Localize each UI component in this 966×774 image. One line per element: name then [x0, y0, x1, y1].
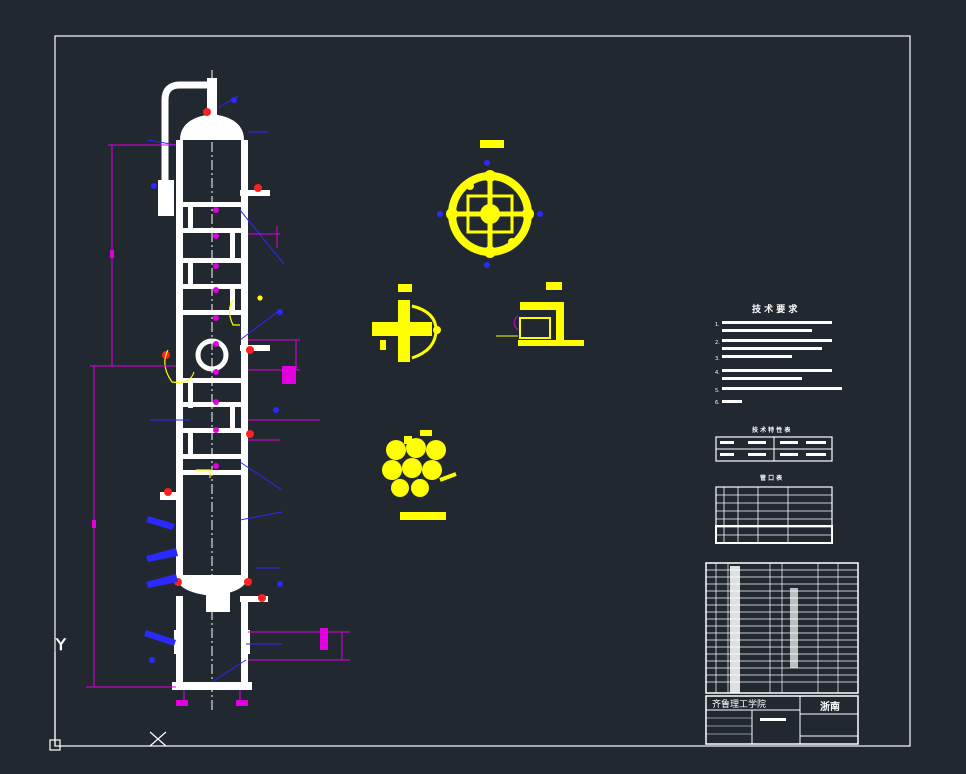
nozzle-table-title: 管 口 表	[760, 474, 783, 482]
tech-item-4: 4.	[715, 370, 720, 376]
manhole	[195, 338, 229, 372]
tech-item-2: 2.	[715, 340, 720, 346]
top-vapor-pipe	[161, 81, 212, 215]
column-vessel	[158, 70, 270, 712]
dimension-ticks	[92, 250, 328, 706]
detail-flange-view	[372, 284, 441, 362]
column-yellow-details	[164, 295, 263, 478]
blue-nozzles	[144, 97, 283, 663]
tech-specs-table: 技 术 特 性 表	[715, 426, 833, 462]
column-trays	[183, 202, 241, 475]
detail-bundle-view	[382, 430, 457, 520]
tech-requirements: 技 术 要 求 1. 2. 3. 4. 5. 6.	[715, 303, 842, 406]
ucs-icon	[49, 652, 167, 751]
title-block-word: 浙南	[820, 700, 840, 713]
tech-specs-title: 技 术 特 性 表	[752, 426, 791, 434]
leader-lines	[147, 95, 285, 683]
drawing-frame	[54, 35, 911, 747]
tech-item-6: 6.	[715, 400, 720, 406]
detail-ring-view	[437, 140, 543, 268]
tech-requirements-title: 技 术 要 求	[752, 303, 798, 315]
detail-support-view	[496, 282, 584, 346]
title-block: 齐鲁理工学院 浙南	[705, 695, 859, 745]
axis-y-label: Y	[55, 635, 66, 654]
tech-item-5: 5.	[715, 388, 720, 394]
bill-of-materials	[705, 562, 859, 694]
shell-left-wall	[176, 140, 183, 580]
tray-markers	[213, 207, 219, 469]
school-name: 齐鲁理工学院	[712, 698, 766, 710]
tech-item-1: 1.	[715, 322, 720, 328]
shell-right-wall	[241, 140, 248, 580]
nozzle-marks	[162, 108, 266, 602]
tech-item-3: 3.	[715, 356, 720, 362]
nozzle-table: 管 口 表	[715, 474, 833, 544]
